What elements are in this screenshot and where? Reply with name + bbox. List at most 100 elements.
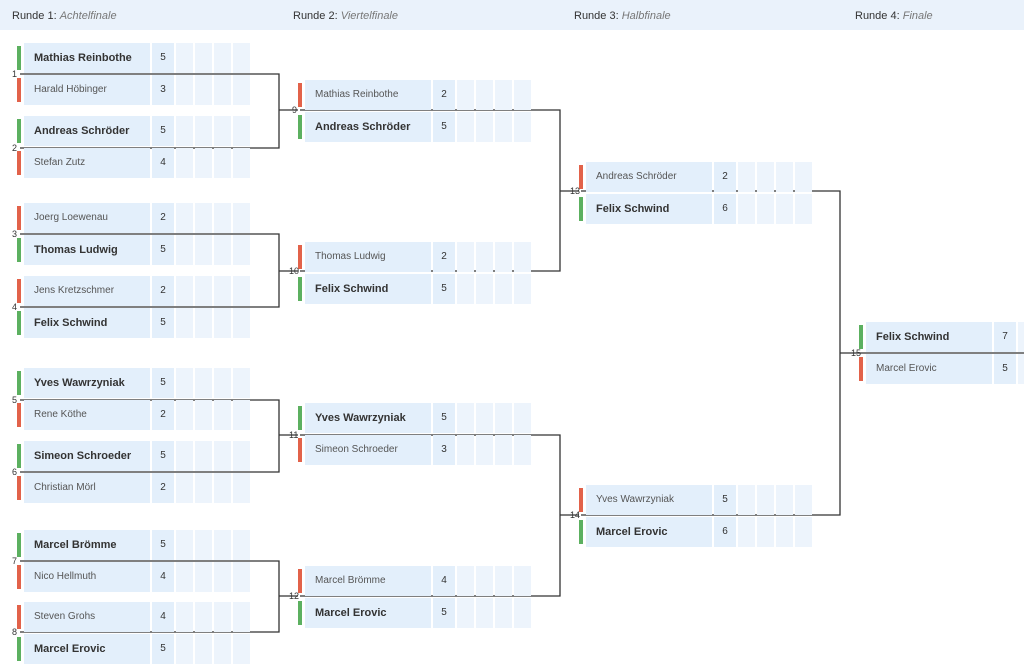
- winner-indicator: [298, 601, 302, 625]
- empty-cell: [233, 530, 250, 560]
- empty-cell: [795, 194, 812, 224]
- match-slot-top[interactable]: Jens Kretzschmer 2: [17, 276, 261, 306]
- empty-cell: [495, 566, 512, 596]
- match-slot-bottom[interactable]: Felix Schwind 6: [579, 194, 823, 224]
- match-slot-bottom[interactable]: Nico Hellmuth 4: [17, 562, 261, 592]
- match-number: 12: [289, 591, 300, 601]
- winner-indicator: [17, 119, 21, 143]
- player-name: Felix Schwind: [866, 322, 992, 352]
- player-score: 5: [433, 274, 455, 304]
- match-6: Simeon Schroeder 5 Christian Mörl 2: [17, 441, 261, 503]
- empty-cell: [514, 80, 531, 110]
- empty-cell: [214, 473, 231, 503]
- empty-cell: [233, 235, 250, 265]
- empty-cell: [195, 368, 212, 398]
- empty-cell: [195, 308, 212, 338]
- match-slot-bottom[interactable]: Marcel Erovic 6: [579, 517, 823, 547]
- player-name: Marcel Erovic: [305, 598, 431, 628]
- loser-indicator: [298, 438, 302, 462]
- player-name: Nico Hellmuth: [24, 562, 150, 592]
- match-slot-bottom[interactable]: Christian Mörl 2: [17, 473, 261, 503]
- empty-cell: [214, 75, 231, 105]
- match-slot-top[interactable]: Marcel Brömme 5: [17, 530, 261, 560]
- player-name: Mathias Reinbothe: [305, 80, 431, 110]
- empty-cell: [214, 602, 231, 632]
- empty-cell: [1018, 354, 1024, 384]
- empty-cell: [195, 75, 212, 105]
- match-slot-bottom[interactable]: Thomas Ludwig 5: [17, 235, 261, 265]
- empty-cell: [476, 435, 493, 465]
- player-name: Stefan Zutz: [24, 148, 150, 178]
- player-score: 6: [714, 517, 736, 547]
- empty-cell: [195, 562, 212, 592]
- match-number: 8: [12, 627, 18, 637]
- match-slot-top[interactable]: Joerg Loewenau 2: [17, 203, 261, 233]
- empty-cell: [776, 162, 793, 192]
- player-score: 5: [152, 368, 174, 398]
- player-score: 5: [152, 116, 174, 146]
- match-8: Steven Grohs 4 Marcel Erovic 5: [17, 602, 261, 664]
- match-slot-top[interactable]: Felix Schwind 7: [859, 322, 1024, 352]
- match-slot-bottom[interactable]: Felix Schwind 5: [17, 308, 261, 338]
- match-14: Yves Wawrzyniak 5 Marcel Erovic 6: [579, 485, 823, 547]
- match-slot-top[interactable]: Thomas Ludwig 2: [298, 242, 542, 272]
- match-slot-top[interactable]: Andreas Schröder 2: [579, 162, 823, 192]
- empty-cell: [214, 530, 231, 560]
- match-number: 9: [292, 105, 298, 115]
- empty-cell: [1018, 322, 1024, 352]
- match-slot-bottom[interactable]: Marcel Erovic 5: [859, 354, 1024, 384]
- empty-cell: [233, 203, 250, 233]
- winner-indicator: [17, 637, 21, 661]
- match-slot-top[interactable]: Mathias Reinbothe 5: [17, 43, 261, 73]
- round-label: Runde 2:: [293, 10, 338, 22]
- match-4: Jens Kretzschmer 2 Felix Schwind 5: [17, 276, 261, 338]
- empty-cell: [457, 80, 474, 110]
- player-score: 4: [152, 602, 174, 632]
- player-name: Thomas Ludwig: [24, 235, 150, 265]
- loser-indicator: [298, 83, 302, 107]
- empty-cell: [457, 566, 474, 596]
- empty-cell: [195, 148, 212, 178]
- empty-cell: [776, 517, 793, 547]
- match-slot-top[interactable]: Steven Grohs 4: [17, 602, 261, 632]
- match-slot-top[interactable]: Andreas Schröder 5: [17, 116, 261, 146]
- player-name: Rene Köthe: [24, 400, 150, 430]
- winner-indicator: [17, 371, 21, 395]
- match-slot-bottom[interactable]: Felix Schwind 5: [298, 274, 542, 304]
- match-slot-bottom[interactable]: Rene Köthe 2: [17, 400, 261, 430]
- match-slot-top[interactable]: Mathias Reinbothe 2: [298, 80, 542, 110]
- empty-cell: [176, 530, 193, 560]
- loser-indicator: [17, 476, 21, 500]
- empty-cell: [233, 116, 250, 146]
- player-score: 5: [152, 441, 174, 471]
- match-slot-bottom[interactable]: Simeon Schroeder 3: [298, 435, 542, 465]
- player-name: Harald Höbinger: [24, 75, 150, 105]
- player-score: 5: [152, 634, 174, 664]
- match-slot-bottom[interactable]: Harald Höbinger 3: [17, 75, 261, 105]
- match-11: Yves Wawrzyniak 5 Simeon Schroeder 3: [298, 403, 542, 465]
- empty-cell: [195, 473, 212, 503]
- empty-cell: [195, 116, 212, 146]
- empty-cell: [738, 194, 755, 224]
- match-slot-top[interactable]: Yves Wawrzyniak 5: [298, 403, 542, 433]
- player-name: Simeon Schroeder: [24, 441, 150, 471]
- player-score: 5: [433, 403, 455, 433]
- match-slot-top[interactable]: Marcel Brömme 4: [298, 566, 542, 596]
- match-slot-bottom[interactable]: Marcel Erovic 5: [298, 598, 542, 628]
- match-slot-top[interactable]: Yves Wawrzyniak 5: [17, 368, 261, 398]
- match-slot-top[interactable]: Yves Wawrzyniak 5: [579, 485, 823, 515]
- match-slot-top[interactable]: Simeon Schroeder 5: [17, 441, 261, 471]
- empty-cell: [176, 368, 193, 398]
- empty-cell: [757, 162, 774, 192]
- match-slot-bottom[interactable]: Stefan Zutz 4: [17, 148, 261, 178]
- player-score: 5: [152, 43, 174, 73]
- empty-cell: [514, 242, 531, 272]
- match-slot-bottom[interactable]: Andreas Schröder 5: [298, 112, 542, 142]
- match-12: Marcel Brömme 4 Marcel Erovic 5: [298, 566, 542, 628]
- match-slot-bottom[interactable]: Marcel Erovic 5: [17, 634, 261, 664]
- empty-cell: [476, 112, 493, 142]
- empty-cell: [495, 598, 512, 628]
- empty-cell: [757, 194, 774, 224]
- empty-cell: [214, 116, 231, 146]
- empty-cell: [795, 485, 812, 515]
